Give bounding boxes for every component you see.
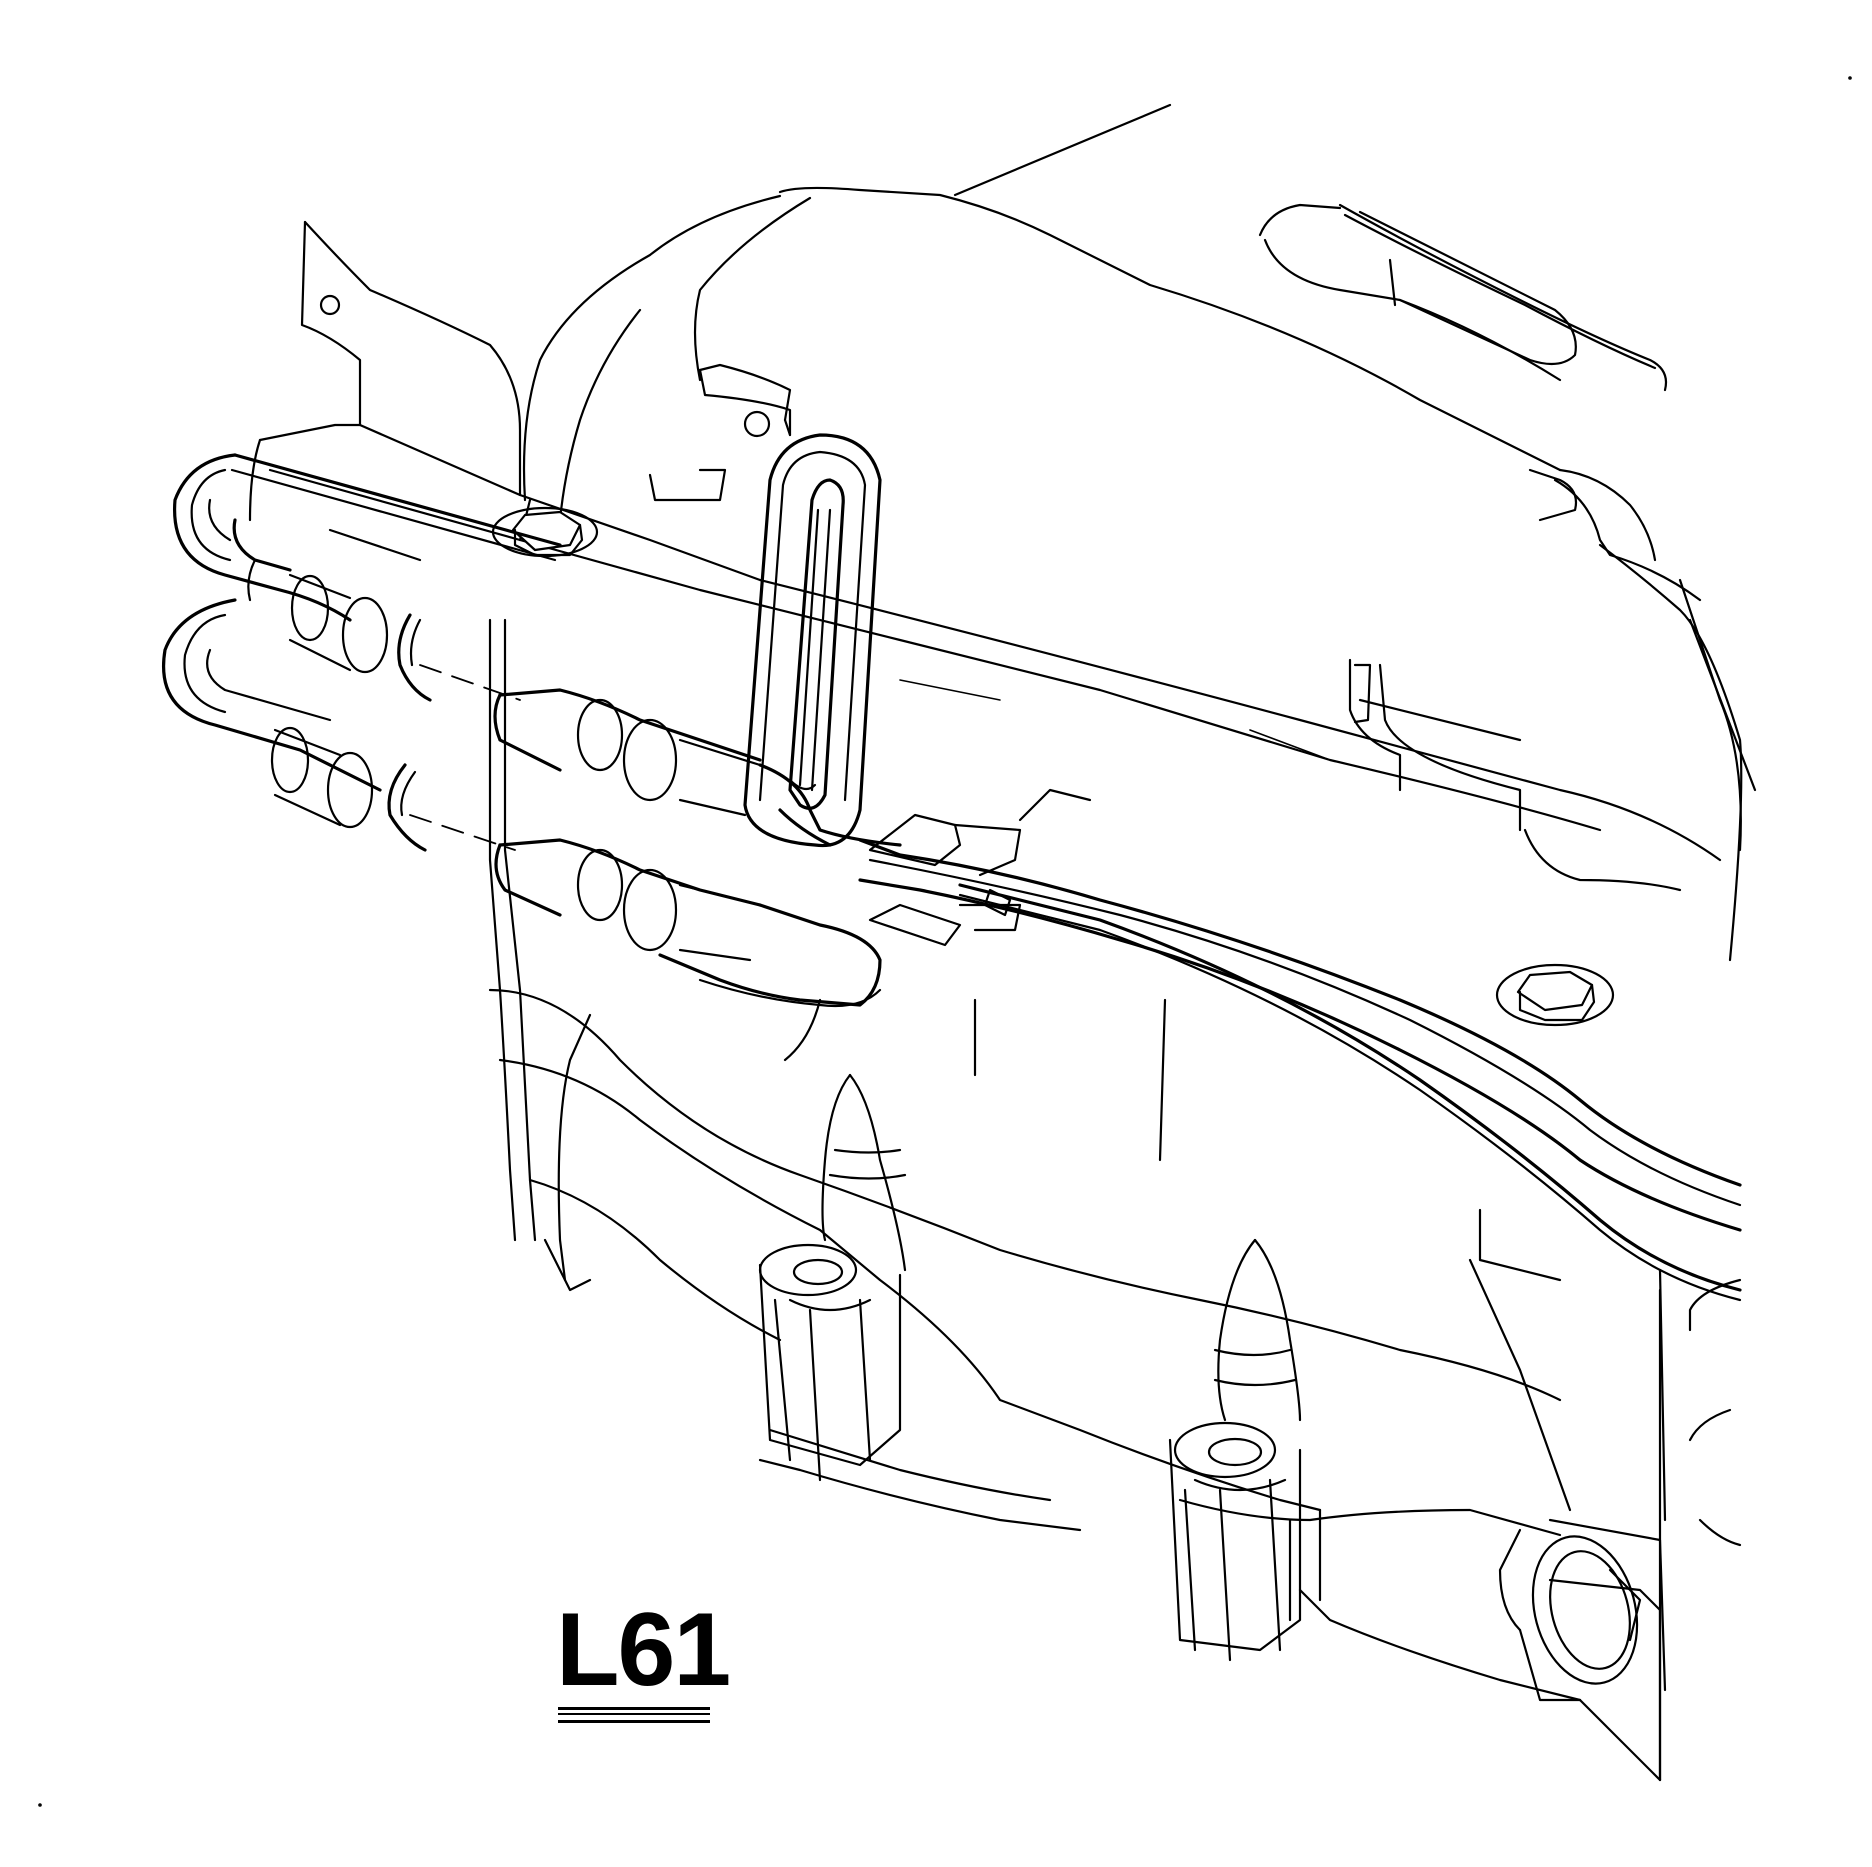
pipe-bracket bbox=[248, 220, 1722, 892]
retaining-clip bbox=[743, 433, 882, 848]
bracket-bolt-right bbox=[1495, 963, 1615, 1027]
intake-manifold bbox=[522, 103, 1757, 962]
oil-pan bbox=[488, 618, 1742, 1782]
engine-code-label: L61 bbox=[556, 1592, 731, 1708]
mounting-bosses bbox=[758, 1073, 1667, 1702]
oil-cooler-pipes bbox=[162, 453, 1742, 1302]
bracket-bolt-left bbox=[491, 506, 599, 558]
engine-code-underline bbox=[558, 1707, 710, 1723]
